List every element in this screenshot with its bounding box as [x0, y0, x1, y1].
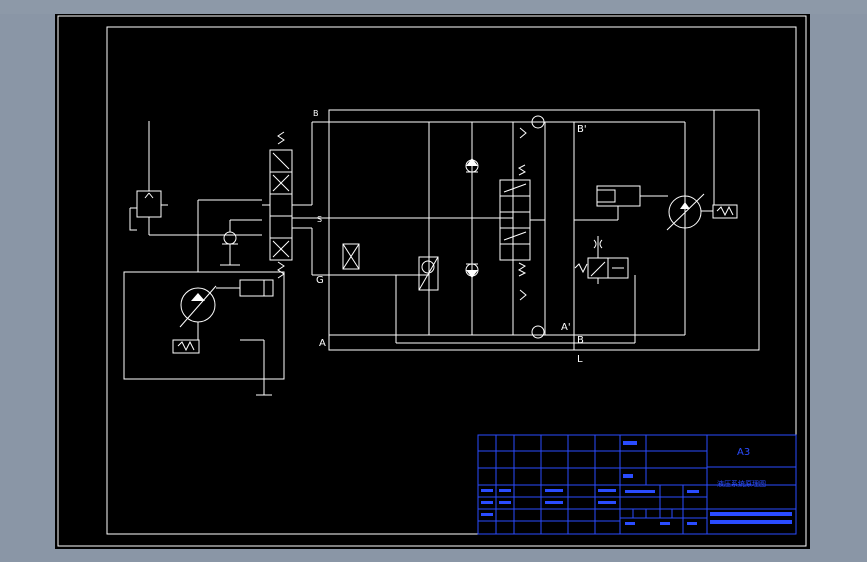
title-block-title: 液压系统原理图 [717, 479, 766, 488]
title-block-grid [477, 434, 797, 535]
port-label-b-top: B [313, 109, 319, 118]
title-block-marks [481, 441, 792, 525]
inner-border [106, 26, 797, 535]
flow-triangles [191, 158, 690, 301]
port-label-l: L [577, 354, 583, 365]
port-label-a: A [319, 338, 326, 349]
outer-border [57, 15, 807, 547]
circuit-lines [123, 109, 760, 396]
drawing-sheet [55, 14, 810, 549]
app-background [0, 0, 867, 14]
port-label-b-prime: B' [577, 124, 587, 135]
port-label-a-prime: A' [561, 322, 571, 333]
port-label-g: G [316, 275, 324, 286]
title-block-scale: A3 [737, 447, 750, 458]
port-label-b-bottom: B [577, 335, 584, 346]
port-label-s: S [317, 215, 322, 224]
